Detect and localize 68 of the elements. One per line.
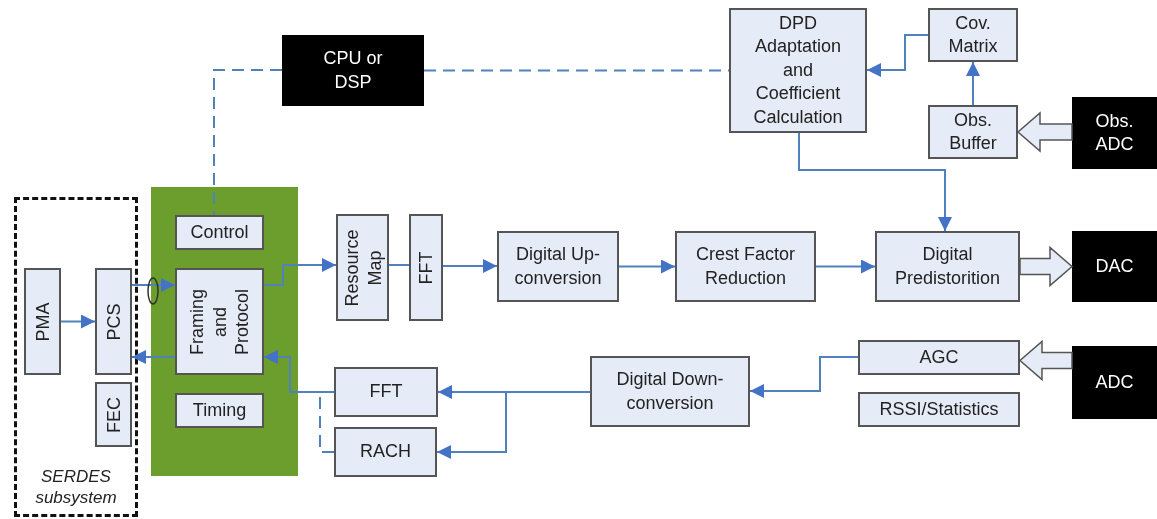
arrow — [749, 356, 859, 398]
box-label: FEC — [102, 395, 125, 435]
box-label: SERDES subsystem — [34, 465, 118, 508]
box-label: Digital Up-conversion — [513, 243, 603, 290]
box-label: Digital Down-conversion — [615, 368, 725, 415]
process-box — [590, 356, 750, 427]
process-box — [95, 268, 132, 375]
process-box — [95, 382, 132, 447]
box-label: ADC — [1095, 370, 1134, 394]
process-box — [858, 392, 1020, 427]
block-arrow — [1018, 339, 1073, 382]
block-arrow — [1019, 245, 1074, 288]
arrow — [798, 132, 952, 232]
connector-line — [388, 264, 410, 266]
arrow — [60, 314, 96, 329]
box-label: PCS — [102, 302, 125, 342]
process-box — [729, 8, 867, 133]
hardware-block — [1072, 346, 1157, 419]
process-box — [928, 105, 1018, 159]
process-box — [336, 214, 389, 321]
box-label: Cov. Matrix — [947, 11, 999, 58]
arrow — [866, 34, 929, 77]
box-label: RSSI/Statistics — [879, 397, 999, 421]
box-label: Crest Factor Reduction — [695, 243, 796, 290]
box-label: Timing — [192, 398, 247, 422]
hardware-block — [1072, 97, 1157, 169]
process-box — [675, 231, 816, 302]
box-label: Obs. Buffer — [948, 108, 998, 155]
box-label: FFT — [369, 380, 403, 404]
process-box — [175, 215, 264, 250]
process-box — [175, 268, 264, 375]
process-box — [175, 393, 264, 428]
box-label: FFT — [414, 250, 437, 286]
hardware-block — [282, 35, 424, 106]
process-box — [875, 231, 1020, 302]
block-arrow — [1016, 111, 1073, 153]
arrow — [966, 61, 980, 106]
arrow — [618, 259, 676, 274]
box-label: Framing and Protocol — [185, 287, 253, 357]
process-box — [497, 231, 619, 302]
process-box — [24, 268, 61, 375]
arrow — [436, 391, 591, 459]
process-box — [409, 214, 443, 321]
arrow — [815, 259, 876, 274]
arrow — [131, 350, 176, 364]
box-label: DPD Adaptation and Coefficient Calculation — [752, 12, 844, 129]
box-label: Resource Map — [340, 228, 385, 309]
arrow — [442, 259, 498, 273]
box-label: Control — [190, 220, 249, 244]
process-box — [334, 427, 437, 477]
connector-line — [213, 69, 283, 216]
arrow — [263, 258, 337, 286]
box-label: Obs. ADC — [1094, 109, 1135, 156]
box-label: CPU or DSP — [322, 47, 384, 94]
subsystem-boundary — [14, 197, 138, 517]
connector-line — [423, 69, 730, 72]
panel-background — [151, 187, 298, 476]
box-label: RACH — [360, 440, 411, 464]
box-label: Digital Predistorition — [893, 243, 1001, 290]
process-box — [928, 8, 1018, 62]
process-box — [334, 367, 438, 417]
arrow — [263, 350, 335, 453]
hardware-block — [1072, 231, 1157, 302]
process-box — [858, 340, 1020, 375]
box-label: AGC — [919, 345, 959, 369]
box-label: DAC — [1095, 254, 1134, 278]
box-label: PMA — [31, 301, 54, 343]
arrow — [131, 278, 176, 292]
